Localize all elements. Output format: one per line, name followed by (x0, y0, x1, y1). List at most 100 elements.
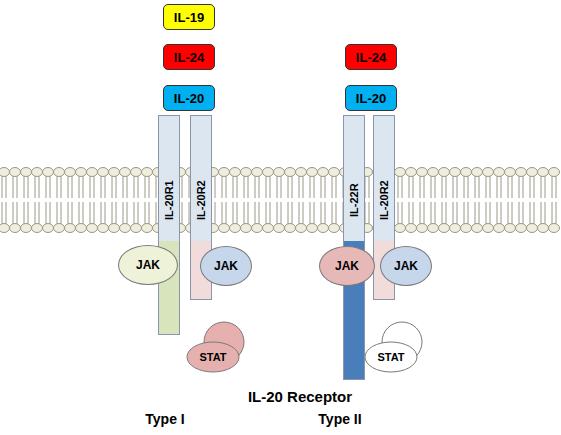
lipid-tail (321, 175, 325, 198)
lipid-tail (453, 202, 457, 225)
lipid-head (395, 224, 406, 233)
lipid-head (120, 168, 131, 177)
lipid-tail (519, 202, 523, 225)
lipid-tail (101, 202, 105, 225)
lipid-tail (233, 175, 237, 198)
lipid-tail (79, 175, 83, 198)
lipid-tail (552, 202, 556, 225)
lipid-tail (299, 175, 303, 198)
lipid-head (461, 168, 472, 177)
lipid-tail (24, 175, 28, 198)
lipid-tail (332, 175, 336, 198)
lipid-bilayer (0, 168, 560, 233)
lipid-head (549, 224, 560, 233)
lipid-head (296, 168, 307, 177)
stat-subunit (187, 342, 239, 372)
node-label: IL-24 (346, 45, 396, 69)
stat-protein: STAT (186, 321, 248, 373)
lipid-tail (288, 202, 292, 225)
lipid-tail (13, 202, 17, 225)
lipid-tail (541, 202, 545, 225)
lipid-head (406, 224, 417, 233)
lipid-tail (530, 175, 534, 198)
lipid-tail (420, 202, 424, 225)
stat-outline (186, 321, 248, 373)
lipid-head (98, 168, 109, 177)
lipid-head (428, 224, 439, 233)
lipid-tail (134, 175, 138, 198)
lipid-head (505, 224, 516, 233)
lipid-head (43, 224, 54, 233)
lipid-head (54, 224, 65, 233)
lipid-tail (266, 202, 270, 225)
lipid-tail (255, 175, 259, 198)
lipid-head (230, 168, 241, 177)
lipid-head (230, 224, 241, 233)
lipid-tail (365, 175, 369, 198)
lipid-tail (112, 175, 116, 198)
lipid-head (131, 168, 142, 177)
lipid-tail (222, 175, 226, 198)
lipid-tail (519, 175, 523, 198)
node-label: IL-19 (164, 5, 214, 29)
lipid-tail (420, 175, 424, 198)
lipid-tail (486, 175, 490, 198)
lipid-head (417, 224, 428, 233)
lipid-tail (508, 175, 512, 198)
node-label: IL-22R (344, 167, 364, 233)
lipid-head (461, 224, 472, 233)
lipid-head (219, 168, 230, 177)
lipid-head (21, 168, 32, 177)
lipid-tail (2, 202, 6, 225)
lipid-tail (409, 202, 413, 225)
lipid-head (0, 168, 10, 177)
lipid-head (516, 224, 527, 233)
lipid-head (263, 224, 274, 233)
lipid-tail (13, 175, 17, 198)
lipid-head (10, 224, 21, 233)
lipid-tail (453, 175, 457, 198)
lipid-tail (244, 175, 248, 198)
lipid-head (43, 168, 54, 177)
lipid-head (252, 224, 263, 233)
lipid-tail (365, 202, 369, 225)
lipid-tail (145, 202, 149, 225)
lipid-tail (123, 175, 127, 198)
lipid-head (428, 168, 439, 177)
lipid-tail (398, 202, 402, 225)
lipid-tail (464, 175, 468, 198)
lipid-head (54, 168, 65, 177)
lipid-head (87, 224, 98, 233)
cytokine-box: IL-24 (163, 44, 215, 70)
lipid-head (109, 168, 120, 177)
lipid-head (483, 168, 494, 177)
lipid-head (65, 224, 76, 233)
lipid-tail (145, 175, 149, 198)
lipid-tail (431, 202, 435, 225)
lipid-tail (497, 202, 501, 225)
lipid-head (538, 224, 549, 233)
jak-kinase: JAK (319, 246, 375, 286)
lipid-head (450, 224, 461, 233)
lipid-tail (68, 175, 72, 198)
lipid-head (98, 224, 109, 233)
lipid-tail (46, 202, 50, 225)
caption-label: Type II (295, 411, 385, 427)
lipid-head (241, 224, 252, 233)
lipid-tail (90, 175, 94, 198)
node-label: IL-20R2 (374, 167, 394, 233)
lipid-tail (57, 202, 61, 225)
node-label: JAK (201, 247, 251, 285)
node-label: JAK (381, 247, 431, 285)
node-label: IL-24 (164, 45, 214, 69)
lipid-head (439, 168, 450, 177)
lipid-head (439, 224, 450, 233)
lipid-tail (442, 175, 446, 198)
lipid-tail (46, 175, 50, 198)
lipid-tail (35, 175, 39, 198)
lipid-head (65, 168, 76, 177)
caption-label: Type I (120, 411, 210, 427)
lipid-tail (332, 202, 336, 225)
receptor-chain: IL-20R1 (158, 115, 180, 335)
lipid-tail (134, 202, 138, 225)
